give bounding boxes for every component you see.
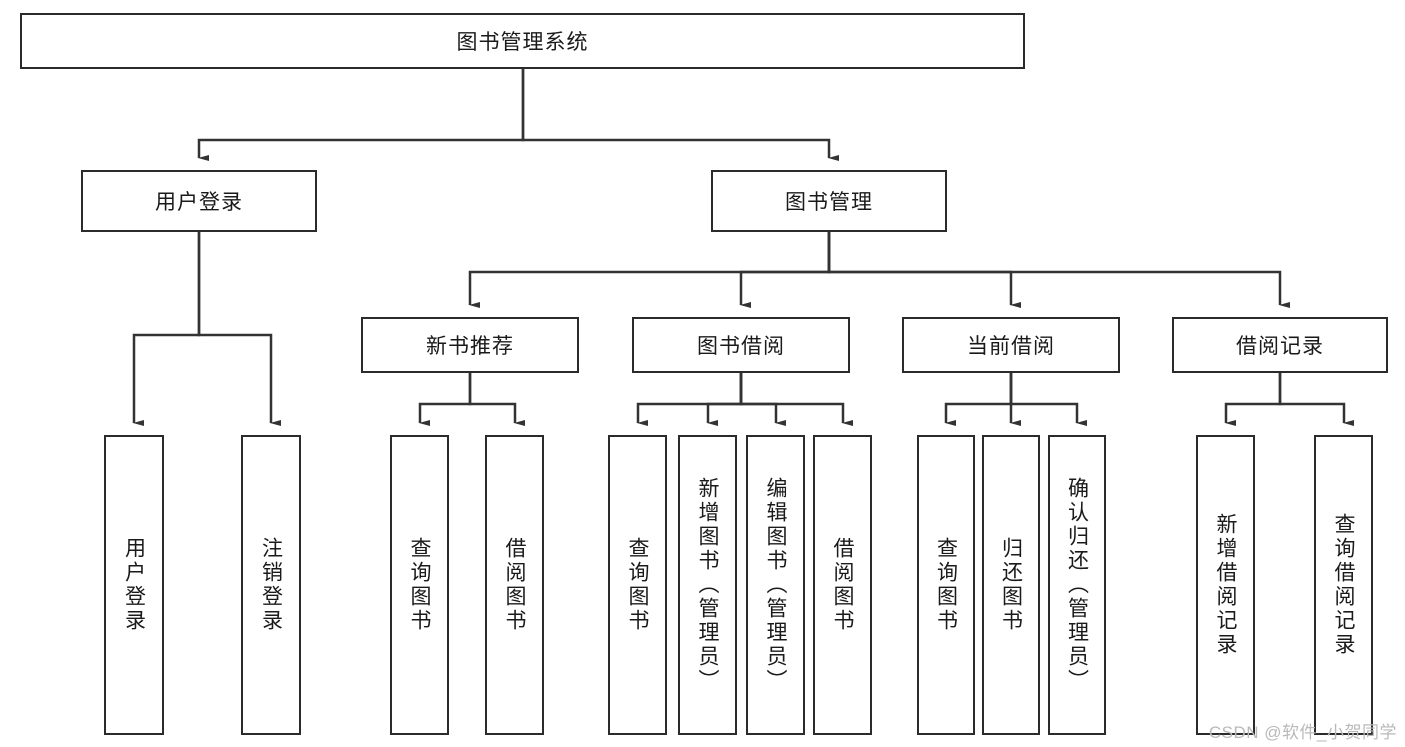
watermark-label: CSDN @软件_小贺同学 <box>1208 723 1397 742</box>
edge-root-to-login <box>197 69 525 161</box>
node-label: 新增图书（管理员） <box>696 477 719 693</box>
node-leaf-user-logout[interactable]: 注销登录 <box>241 435 301 735</box>
node-leaf-newbook-query[interactable]: 查询图书 <box>390 435 449 735</box>
edge-records-to-leaf-record-query <box>1278 373 1354 426</box>
edge-borrow-to-leaf-borrow-query <box>636 373 743 426</box>
node-login[interactable]: 用户登录 <box>81 170 317 232</box>
node-label: 归还图书 <box>999 537 1023 633</box>
node-label: 用户登录 <box>122 537 146 633</box>
node-label: 借阅图书 <box>831 537 854 633</box>
edge-borrow-to-leaf-borrow-do <box>739 373 853 426</box>
node-label: 当前借阅 <box>967 335 1055 358</box>
node-bookmgr[interactable]: 图书管理 <box>711 170 947 232</box>
node-root[interactable]: 图书管理系统 <box>20 13 1025 69</box>
node-leaf-user-login[interactable]: 用户登录 <box>104 435 164 735</box>
node-label: 查询图书 <box>408 537 431 633</box>
edge-login-to-leaf-user-login <box>132 232 201 426</box>
node-label: 借阅记录 <box>1236 335 1324 358</box>
node-label: 查询图书 <box>626 537 649 633</box>
node-leaf-record-query[interactable]: 查询借阅记录 <box>1314 435 1373 735</box>
node-label: 查询借阅记录 <box>1332 513 1355 657</box>
node-leaf-current-return[interactable]: 归还图书 <box>982 435 1040 735</box>
node-leaf-borrow-query[interactable]: 查询图书 <box>608 435 667 735</box>
node-leaf-newbook-borrow[interactable]: 借阅图书 <box>485 435 544 735</box>
edge-login-to-leaf-user-logout <box>197 232 281 426</box>
edge-bookmgr-to-current <box>827 232 1021 308</box>
node-label: 图书借阅 <box>697 335 785 358</box>
node-label: 图书管理 <box>785 191 873 214</box>
node-leaf-borrow-edit[interactable]: 编辑图书（管理员） <box>746 435 805 735</box>
edge-current-to-leaf-current-query <box>944 373 1013 426</box>
edge-records-to-leaf-record-add <box>1224 373 1282 426</box>
edge-newbook-to-leaf-newbook-borrow <box>468 373 525 426</box>
node-label: 图书管理系统 <box>456 31 589 54</box>
node-leaf-current-query[interactable]: 查询图书 <box>917 435 975 735</box>
edge-root-to-bookmgr <box>521 69 839 161</box>
edge-borrow-to-leaf-borrow-edit <box>739 373 786 426</box>
node-newbook[interactable]: 新书推荐 <box>361 317 579 373</box>
node-label: 确认归还（管理员） <box>1065 477 1089 693</box>
edge-current-to-leaf-current-confirm <box>1009 373 1087 426</box>
node-label: 借阅图书 <box>503 537 526 633</box>
node-label: 注销登录 <box>259 537 283 633</box>
node-label: 查询图书 <box>934 537 958 633</box>
edge-borrow-to-leaf-borrow-add <box>706 373 743 426</box>
node-label: 用户登录 <box>155 191 243 214</box>
node-leaf-record-add[interactable]: 新增借阅记录 <box>1196 435 1255 735</box>
edge-bookmgr-to-records <box>827 232 1290 308</box>
node-leaf-current-confirm[interactable]: 确认归还（管理员） <box>1048 435 1106 735</box>
edge-bookmgr-to-newbook <box>468 232 831 308</box>
node-leaf-borrow-do[interactable]: 借阅图书 <box>813 435 872 735</box>
node-label: 编辑图书（管理员） <box>764 477 787 693</box>
node-label: 新书推荐 <box>426 335 514 358</box>
node-leaf-borrow-add[interactable]: 新增图书（管理员） <box>678 435 737 735</box>
node-current[interactable]: 当前借阅 <box>902 317 1120 373</box>
edge-bookmgr-to-borrow <box>739 232 831 308</box>
node-borrow[interactable]: 图书借阅 <box>632 317 850 373</box>
node-label: 新增借阅记录 <box>1214 513 1237 657</box>
edge-newbook-to-leaf-newbook-query <box>418 373 472 426</box>
node-records[interactable]: 借阅记录 <box>1172 317 1388 373</box>
